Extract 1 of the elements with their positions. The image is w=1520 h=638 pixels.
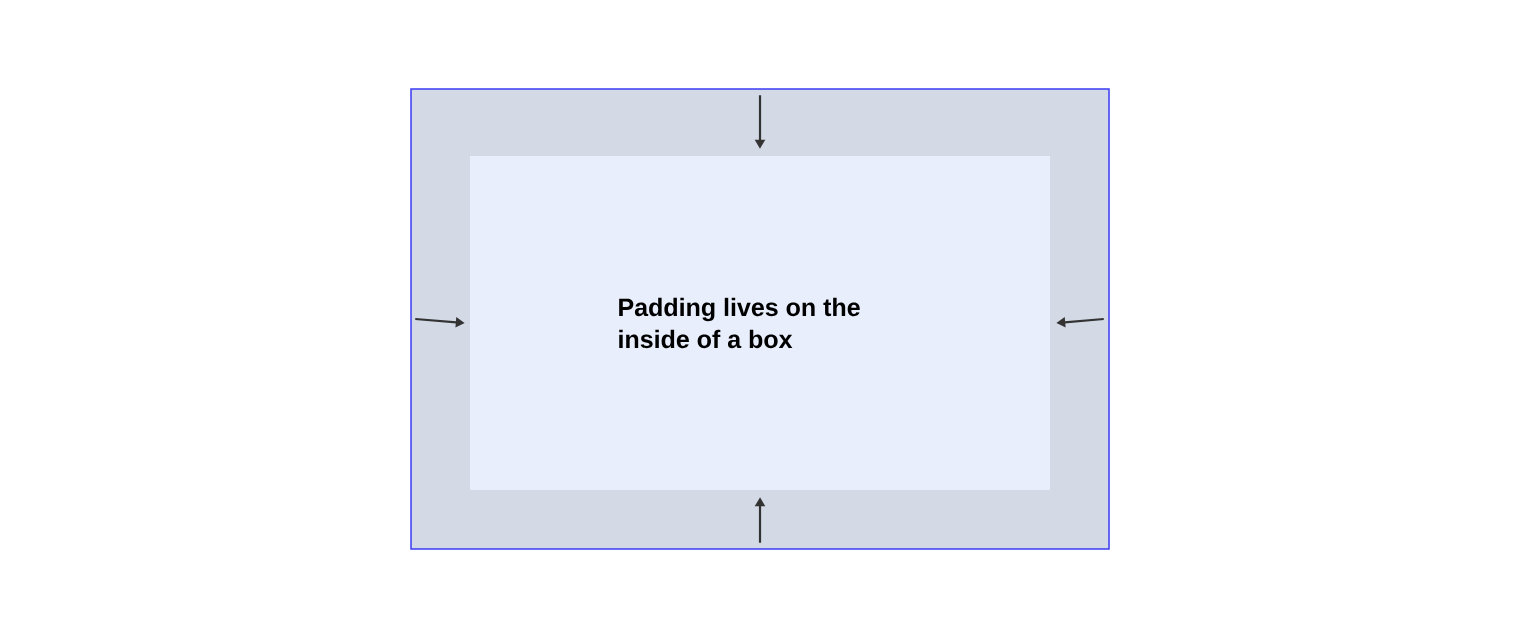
content-box: Padding lives on the inside of a box (470, 156, 1050, 490)
